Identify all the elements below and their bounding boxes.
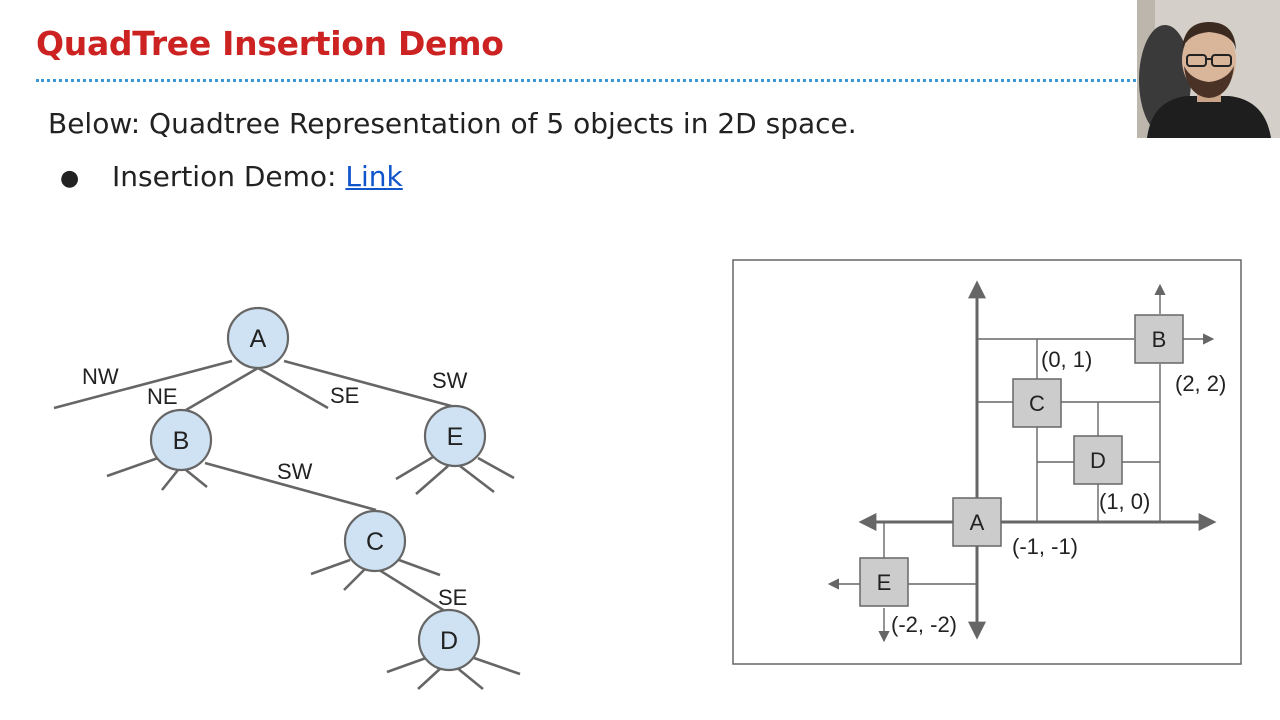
edge-d-empty (455, 665, 484, 691)
point-c: C (1012, 378, 1062, 428)
edge-label-ne: NE (147, 384, 178, 409)
edge-d-empty (386, 656, 427, 674)
point-label: E (877, 570, 892, 595)
edge-label-nw: NW (82, 364, 119, 389)
bullet-marker: ● (60, 166, 80, 191)
edge-b-c (204, 461, 377, 512)
point-label: C (1029, 391, 1045, 416)
tree-node-label: E (447, 423, 464, 451)
point-label: D (1090, 448, 1106, 473)
edge-e-empty (395, 455, 434, 481)
edge-label-sw: SW (432, 368, 468, 393)
point-label: B (1152, 327, 1167, 352)
title-divider (36, 79, 1136, 82)
bullet-label: Insertion Demo: (112, 160, 346, 193)
space-points: B C D A E (859, 314, 1184, 607)
coord-label-c: (0, 1) (1041, 347, 1092, 372)
tree-edge-labels: NW NE SE SW SW SE (82, 364, 468, 610)
point-e: E (859, 557, 909, 607)
edge-b-empty (106, 456, 159, 478)
edge-e-empty (459, 464, 495, 494)
space-frame (732, 259, 1242, 665)
coord-label-d: (1, 0) (1099, 489, 1150, 514)
edge-e-empty (415, 465, 449, 495)
coord-label-a: (-1, -1) (1012, 534, 1078, 559)
point-label: A (970, 510, 985, 535)
edge-a-se (257, 366, 329, 410)
tree-node-label: D (440, 627, 458, 655)
edge-d-empty (417, 666, 443, 690)
edge-a-nw (53, 359, 233, 410)
edge-b-empty (185, 468, 208, 489)
coord-label-b: (2, 2) (1175, 371, 1226, 396)
presenter-image (1137, 0, 1280, 138)
slide-title: QuadTree Insertion Demo (36, 24, 504, 63)
edge-a-b (185, 366, 259, 412)
intro-text: Below: Quadtree Representation of 5 obje… (48, 107, 857, 140)
edge-d-empty (473, 656, 521, 676)
bullet-text: Insertion Demo: Link (112, 160, 403, 193)
tree-edges (53, 359, 521, 691)
tree-node-label: A (250, 325, 267, 353)
tree-nodes: A B E C D (149, 306, 487, 672)
edge-label-se: SE (438, 585, 467, 610)
tree-node-c: C (343, 509, 407, 573)
point-a: A (952, 497, 1002, 547)
coordinate-labels: (0, 1) (2, 2) (1, 0) (-1, -1) (-2, -2) (891, 347, 1226, 637)
presenter-webcam (1137, 0, 1280, 138)
edge-label-sw: SW (277, 459, 313, 484)
edge-a-e (283, 359, 456, 409)
edge-b-empty (160, 469, 180, 491)
quadtree-diagram: NW NE SE SW SW SE A B E C D (53, 306, 521, 691)
edge-c-d (375, 566, 449, 615)
point-b: B (1134, 314, 1184, 364)
tree-node-d: D (417, 608, 481, 672)
coord-label-e: (-2, -2) (891, 612, 957, 637)
tree-node-label: B (173, 427, 190, 455)
tree-node-e: E (423, 404, 487, 468)
tree-node-label: C (366, 528, 384, 556)
point-d: D (1073, 435, 1123, 485)
partition-lines (827, 283, 1215, 643)
edge-c-empty (310, 558, 351, 576)
tree-node-b: B (149, 408, 213, 472)
edge-c-empty (343, 567, 367, 591)
tree-node-a: A (226, 306, 290, 370)
main-axes (858, 280, 1217, 640)
edge-label-se: SE (330, 383, 359, 408)
edge-c-empty (398, 558, 441, 577)
edge-e-empty (477, 456, 515, 480)
insertion-demo-link[interactable]: Link (345, 160, 403, 193)
